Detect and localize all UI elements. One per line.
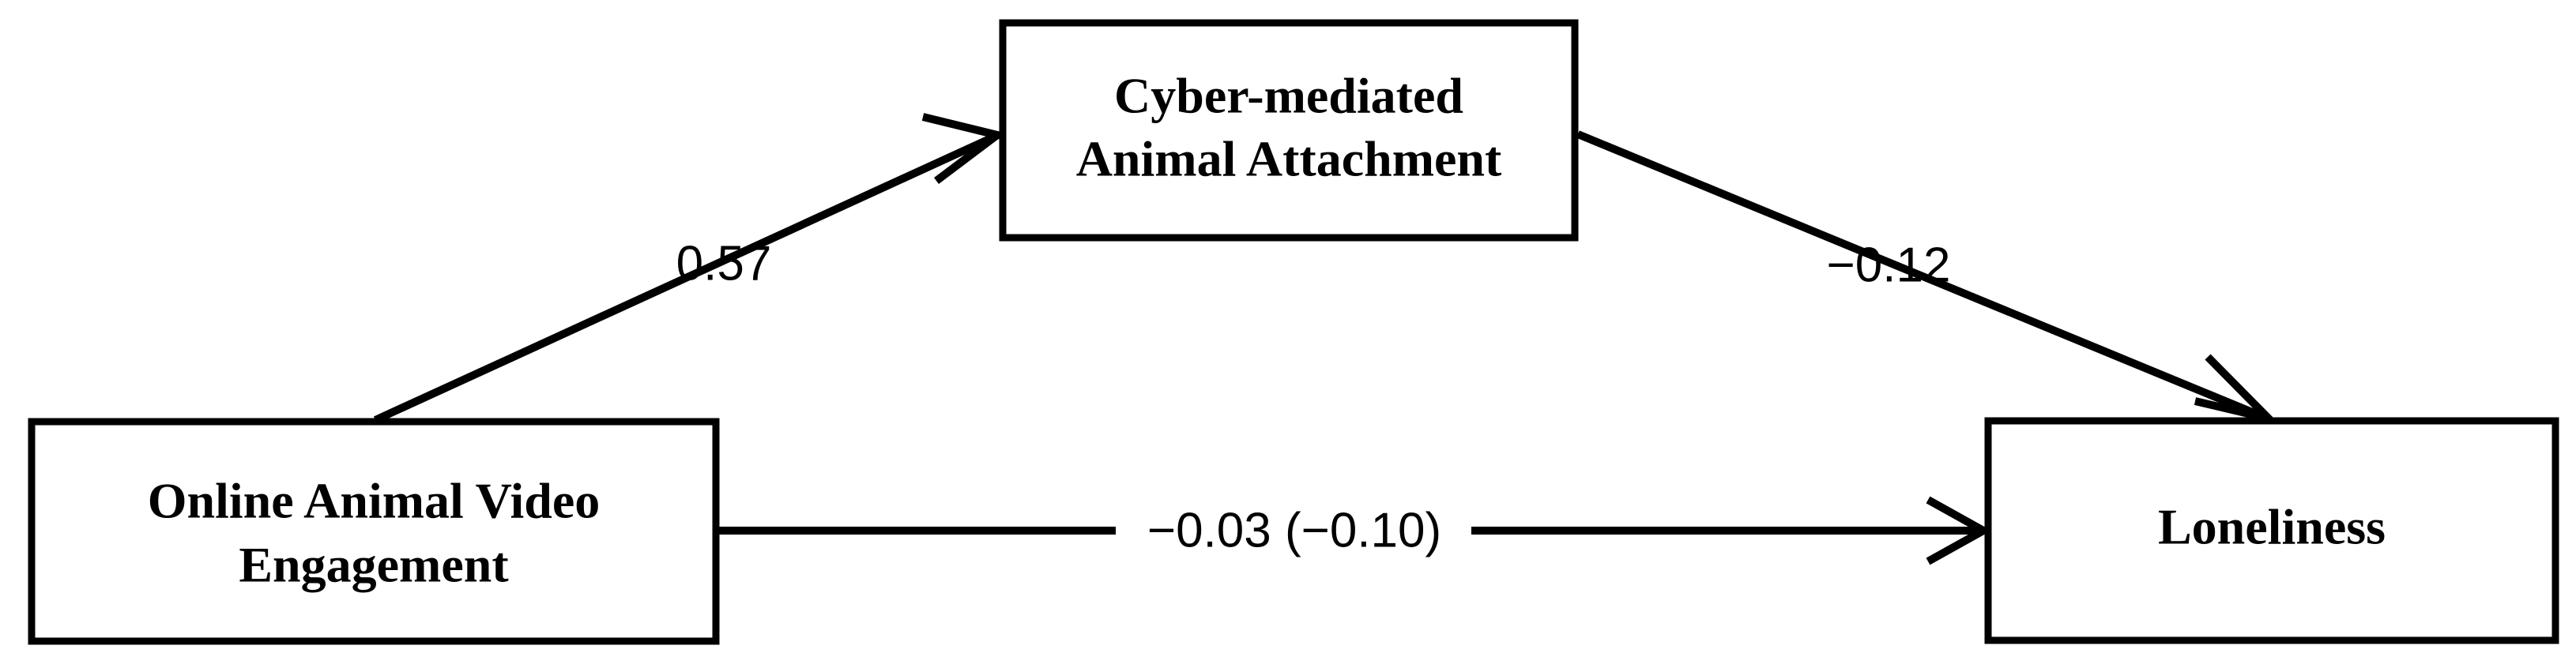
mediator-label-line1: Cyber-mediated: [1114, 68, 1463, 124]
outcome-label-line1: Loneliness: [2158, 499, 2386, 555]
predictor-label-line2: Engagement: [239, 537, 509, 593]
arrowhead-icon-direct: [1926, 496, 1992, 565]
direct-path-coefficient-label: −0.03 (−0.10): [1147, 503, 1441, 557]
a-path-coefficient-label: 0.57: [676, 236, 772, 291]
b-path-coefficient-label: −0.12: [1827, 238, 1951, 292]
node-predictor[interactable]: Online Animal Video Engagement: [28, 418, 720, 645]
arrowhead-icon-a: [921, 113, 1007, 184]
arrowhead-icon-b: [2194, 354, 2281, 426]
predictor-label-line1: Online Animal Video: [148, 473, 601, 529]
b-path-segment: [1576, 130, 2271, 423]
a-path-segment: [373, 131, 1000, 424]
outcome-box[interactable]: [1984, 417, 2559, 644]
mediator-box[interactable]: [999, 19, 1579, 242]
mediator-label-line2: Animal Attachment: [1076, 131, 1502, 187]
predictor-box[interactable]: [28, 418, 720, 645]
edge-a-path: [373, 113, 1007, 424]
node-outcome[interactable]: Loneliness: [1984, 417, 2559, 644]
edge-direct-effect: [719, 496, 1992, 565]
node-mediator[interactable]: Cyber-mediated Animal Attachment: [999, 19, 1579, 242]
